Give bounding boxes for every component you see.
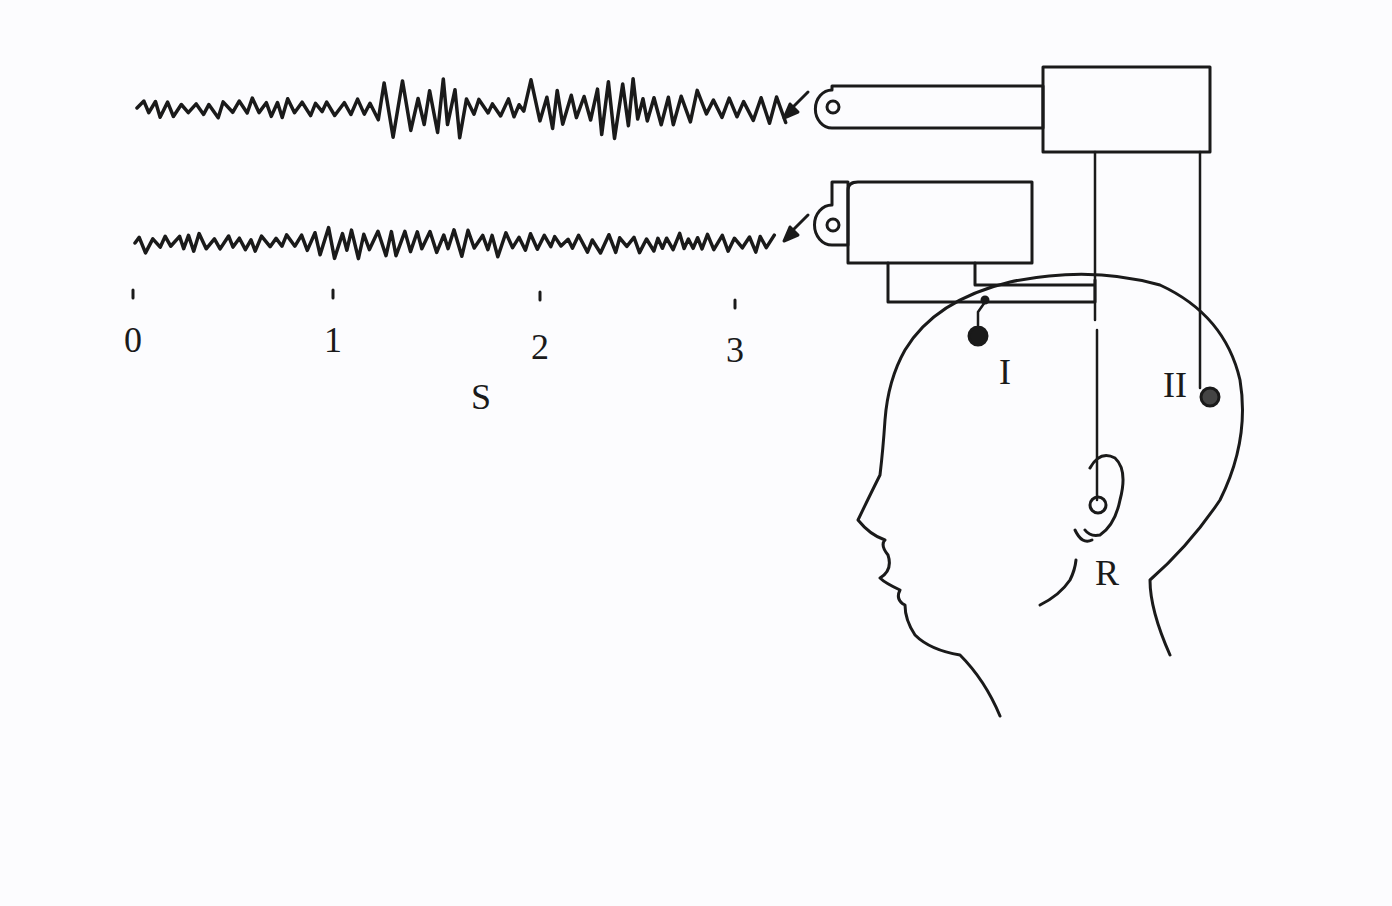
lower-recorder [815, 182, 1096, 302]
eeg-traces [135, 79, 786, 259]
time-ticks [133, 290, 735, 308]
electrode-wires [978, 152, 1200, 500]
time-label: 2 [531, 329, 549, 365]
time-label: 3 [726, 332, 744, 368]
electrode-label: II [1163, 367, 1187, 403]
upper-recorder [815, 67, 1210, 152]
time-label: 1 [324, 322, 342, 358]
electrode-label: I [999, 354, 1011, 390]
eeg-trace [137, 79, 786, 139]
unit-label: S [471, 379, 491, 415]
head-profile [858, 274, 1243, 716]
pen-arrows [784, 92, 808, 241]
time-label: 0 [124, 322, 142, 358]
electrode-label: R [1095, 555, 1119, 591]
eeg-trace [135, 228, 774, 259]
